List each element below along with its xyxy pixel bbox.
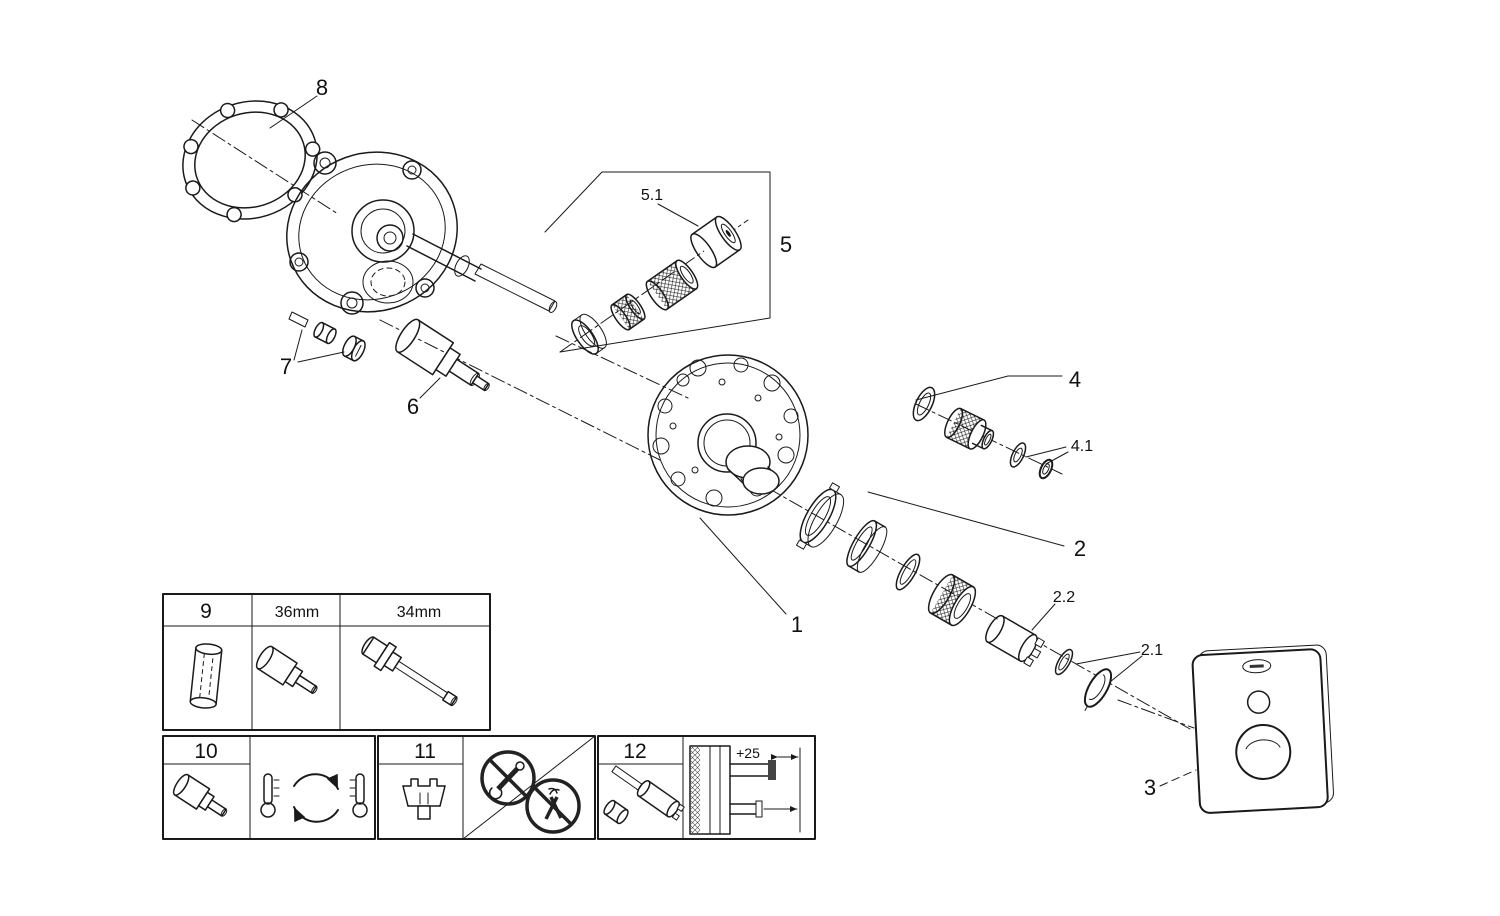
leader-part-5-1 <box>657 203 699 227</box>
wall-plate-part-3 <box>1191 644 1334 814</box>
label-part-8: 8 <box>316 75 328 100</box>
leader-part-8 <box>269 95 318 129</box>
cartridge-icon-small <box>172 773 228 817</box>
label-box-9: 9 <box>200 600 212 623</box>
info-box-10 <box>162 735 376 840</box>
leader-part-4-1a <box>1045 451 1069 465</box>
trim-group-part-1-2 <box>699 482 1143 712</box>
info-box-11 <box>377 735 596 840</box>
label-box-10: 10 <box>194 740 217 763</box>
label-part-5-1: 5.1 <box>641 187 663 204</box>
info-box-12 <box>597 735 816 840</box>
leader-part-7-b <box>297 351 345 363</box>
label-box-11: 11 <box>414 740 436 763</box>
leader-part-6 <box>419 377 441 399</box>
label-part-7: 7 <box>280 354 292 379</box>
rosette-plate <box>647 354 809 516</box>
thermometer-icon-right <box>349 773 368 818</box>
fixing-set-part-7 <box>288 311 366 363</box>
label-variant-36mm: 36mm <box>275 604 319 621</box>
bracket-part-5 <box>544 171 771 319</box>
leader-part-4-1b <box>1025 446 1067 458</box>
info-box-9 <box>162 593 491 731</box>
cartridge-part-6 <box>395 318 490 392</box>
cartridge-34mm-icon <box>361 636 458 707</box>
thermometer-icon-left <box>260 773 280 818</box>
extension-sleeve-icon <box>189 643 223 709</box>
label-variant-34mm: 34mm <box>397 604 441 621</box>
bushing-group-part-4 <box>912 375 1069 480</box>
gasket-ring-part-8 <box>182 100 321 223</box>
label-part-2: 2 <box>1074 536 1086 561</box>
brand-logo-badge <box>1242 659 1272 674</box>
no-tools-warning <box>462 735 596 840</box>
leader-part-3 <box>1159 769 1197 787</box>
leader-part-7-a <box>293 329 303 361</box>
leader-part-2-1a <box>1109 655 1143 683</box>
label-part-6: 6 <box>407 394 419 419</box>
leader-part-2-1b <box>1075 651 1141 665</box>
bracket-part-1 <box>699 517 787 615</box>
label-part-2-2: 2.2 <box>1053 589 1075 606</box>
label-part-5: 5 <box>780 232 792 257</box>
extension-spindle-icon <box>636 780 685 821</box>
bracket-part-4 <box>915 375 1063 401</box>
leader-part-2-2 <box>1031 603 1056 631</box>
label-part-1: 1 <box>791 612 803 637</box>
label-part-2-1: 2.1 <box>1141 642 1163 659</box>
label-part-4-1: 4.1 <box>1071 438 1093 455</box>
label-dimension-25: +25 <box>736 745 760 761</box>
label-part-4: 4 <box>1069 367 1081 392</box>
bracket-part-2 <box>867 491 1065 547</box>
label-part-3: 3 <box>1144 775 1156 800</box>
plastic-nut-icon <box>402 778 446 820</box>
cartridge-36mm-icon <box>255 645 318 694</box>
no-wrench-icon <box>480 750 536 806</box>
no-pliers-icon <box>525 778 581 834</box>
installation-depth-section <box>689 745 801 835</box>
small-tube-icon <box>603 799 629 825</box>
valve-body <box>286 151 558 315</box>
rotation-arrows-icon <box>293 773 339 823</box>
label-box-12: 12 <box>623 740 646 763</box>
handle-group-part-5 <box>544 171 771 355</box>
